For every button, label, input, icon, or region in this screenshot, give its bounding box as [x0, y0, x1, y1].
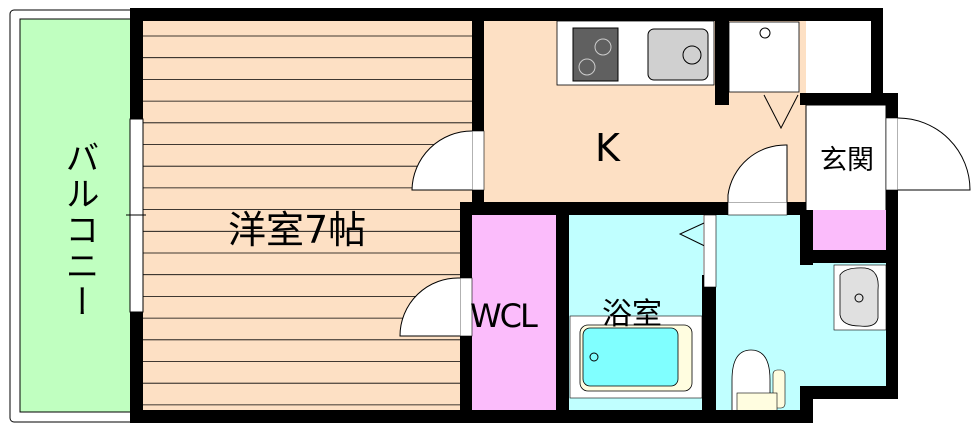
washroom-door-opening[interactable]: [727, 201, 788, 216]
bathtub: [582, 327, 679, 387]
closet-label: WCL: [470, 297, 538, 335]
entrance-label: 玄関: [820, 145, 874, 176]
bath-door[interactable]: [703, 214, 717, 288]
washer-drain-icon: [759, 27, 771, 39]
entrance-shoe-box: [813, 210, 886, 252]
wood-floor-stripes: [143, 35, 472, 406]
open-arrow-icon: [678, 217, 716, 252]
closet-floor: [472, 215, 557, 411]
stove-icon: [572, 27, 619, 82]
balcony-label: バルコニー: [59, 140, 99, 320]
entrance-floor: [805, 104, 887, 212]
western-room-floor: [143, 21, 473, 411]
room-door-opening[interactable]: [471, 130, 485, 191]
sink-icon: [647, 28, 709, 81]
closet-door-swing[interactable]: [399, 277, 461, 337]
sink-basin-icon: [839, 267, 879, 327]
kitchen-drain-icon: [682, 45, 702, 65]
kitchen-label: K: [595, 126, 620, 170]
room-door-swing[interactable]: [411, 130, 473, 191]
burner-icon: [578, 58, 596, 76]
burner-icon: [594, 38, 612, 56]
balcony-area: [19, 18, 133, 413]
toilet-seat-icon: [736, 392, 778, 412]
washing-machine-space: [728, 21, 800, 93]
front-door-swing[interactable]: [897, 117, 971, 191]
sink-drain-icon: [854, 293, 864, 303]
open-arrow-icon: [763, 94, 799, 130]
washroom-door-swing[interactable]: [727, 144, 788, 202]
bathtub-drain-icon: [589, 352, 599, 362]
western-room-label: 洋室7帖: [228, 208, 367, 252]
front-door-opening[interactable]: [885, 117, 899, 191]
bathroom-label: 浴室: [602, 297, 662, 332]
